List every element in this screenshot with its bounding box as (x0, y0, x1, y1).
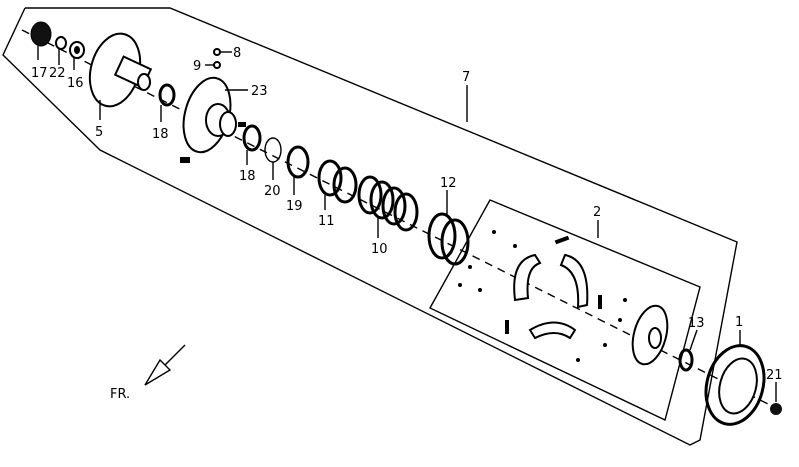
label-17: 17 (31, 66, 48, 81)
label-18-b: 18 (239, 169, 256, 184)
part-23-pin-b (238, 122, 246, 127)
part-12-seal (427, 212, 457, 260)
label-23: 23 (251, 84, 268, 99)
part-23-pin-a (180, 157, 190, 163)
label-18-a: 18 (152, 127, 169, 142)
part-20-ring (264, 137, 282, 163)
label-2: 2 (593, 205, 601, 220)
part-2-clutch-shoe-c (528, 321, 577, 340)
assembly-2-outline (429, 199, 701, 421)
part-21-nut (770, 403, 782, 415)
front-direction-arrow-icon (144, 344, 186, 386)
part-23-boss-end (219, 111, 237, 137)
part-22-washer (55, 36, 67, 50)
part-17-nut (30, 21, 52, 47)
leader-lines (37, 46, 777, 402)
label-20: 20 (264, 184, 281, 199)
label-5: 5 (95, 125, 103, 140)
part-18-oring-a (158, 83, 176, 107)
label-10: 10 (371, 242, 388, 257)
part-18-oring-b (242, 124, 262, 152)
part-2-clutch-shoe-b (559, 253, 589, 309)
label-12: 12 (440, 176, 457, 191)
front-direction-label: FR. (110, 387, 130, 402)
label-7: 7 (462, 70, 470, 85)
part-10-spring (357, 175, 419, 232)
part-9 (213, 61, 221, 69)
label-9: 9 (193, 59, 201, 74)
part-11-collar-end (332, 166, 358, 204)
label-21: 21 (766, 368, 783, 383)
label-19: 19 (286, 199, 303, 214)
part-2-clutch-hub (648, 327, 662, 349)
part-8 (213, 48, 221, 56)
label-1: 1 (735, 315, 743, 330)
label-8: 8 (233, 46, 241, 61)
assembly-7-outline (2, 7, 738, 446)
part-16-inner (74, 46, 80, 54)
part-2-clutch-shoe-a (513, 253, 542, 302)
label-22: 22 (49, 66, 66, 81)
label-11: 11 (318, 214, 335, 229)
part-12-seal-end (440, 218, 470, 266)
part-5-hub-end (137, 73, 151, 91)
label-16: 16 (67, 76, 84, 91)
part-19-ring (286, 145, 310, 179)
part-11-collar (317, 159, 343, 197)
part-1-clutch-bell (704, 344, 766, 426)
part-13-washer (678, 348, 694, 372)
label-13: 13 (688, 316, 705, 331)
part-2-springs (458, 230, 627, 362)
part-1-clutch-bell-inner (718, 357, 758, 415)
